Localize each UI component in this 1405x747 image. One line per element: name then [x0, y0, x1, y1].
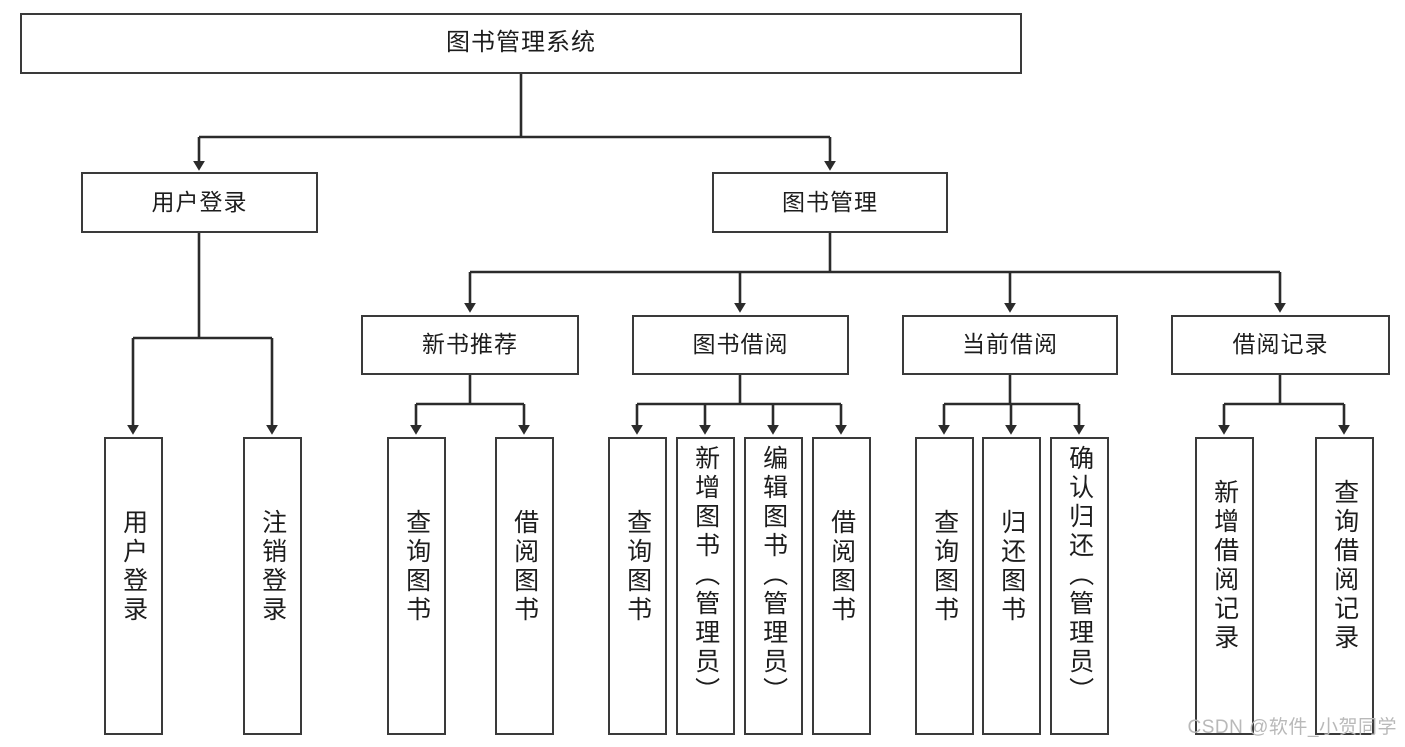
node-current-borrow[interactable]: 当前借阅	[902, 315, 1118, 375]
node-new-book-rec[interactable]: 新书推荐	[361, 315, 579, 375]
node-leaf-query-book-1-label: 查询图书	[402, 509, 431, 625]
node-leaf-confirm-return[interactable]: 确认归还（管理员）	[1050, 437, 1109, 735]
node-leaf-query-book-1[interactable]: 查询图书	[387, 437, 446, 735]
node-borrow-record-label: 借阅记录	[1232, 331, 1329, 358]
node-leaf-edit-book[interactable]: 编辑图书（管理员）	[744, 437, 803, 735]
node-book-borrow-label: 图书借阅	[692, 331, 789, 358]
node-leaf-query-record-label: 查询借阅记录	[1330, 479, 1359, 653]
node-leaf-user-login-label: 用户登录	[119, 509, 148, 625]
node-borrow-record[interactable]: 借阅记录	[1171, 315, 1390, 375]
node-new-book-rec-label: 新书推荐	[422, 331, 518, 358]
node-leaf-query-book-3[interactable]: 查询图书	[915, 437, 974, 735]
node-leaf-add-book-label: 新增图书（管理员）	[691, 445, 720, 706]
node-leaf-logout-label: 注销登录	[258, 509, 287, 625]
node-leaf-add-book[interactable]: 新增图书（管理员）	[676, 437, 735, 735]
node-leaf-borrow-book-2-label: 借阅图书	[827, 509, 856, 625]
node-user-login-label: 用户登录	[151, 188, 248, 215]
watermark: CSDN @软件_小贺同学	[1187, 717, 1397, 738]
node-leaf-query-book-3-label: 查询图书	[930, 509, 959, 625]
node-leaf-return-book-label: 归还图书	[997, 509, 1026, 625]
node-leaf-add-record-label: 新增借阅记录	[1210, 479, 1239, 653]
node-leaf-user-login[interactable]: 用户登录	[104, 437, 163, 735]
node-book-manage[interactable]: 图书管理	[712, 172, 948, 233]
node-leaf-query-book-2-label: 查询图书	[623, 509, 652, 625]
node-leaf-confirm-return-label: 确认归还（管理员）	[1065, 445, 1094, 706]
node-current-borrow-label: 当前借阅	[962, 331, 1058, 358]
node-leaf-query-book-2[interactable]: 查询图书	[608, 437, 667, 735]
node-leaf-add-record[interactable]: 新增借阅记录	[1195, 437, 1254, 735]
node-leaf-return-book[interactable]: 归还图书	[982, 437, 1041, 735]
node-root[interactable]: 图书管理系统	[20, 13, 1022, 74]
node-leaf-borrow-book-1-label: 借阅图书	[510, 509, 539, 625]
node-user-login[interactable]: 用户登录	[81, 172, 318, 233]
node-book-manage-label: 图书管理	[782, 188, 878, 215]
node-root-label: 图书管理系统	[446, 29, 596, 57]
node-leaf-logout[interactable]: 注销登录	[243, 437, 302, 735]
node-leaf-borrow-book-1[interactable]: 借阅图书	[495, 437, 554, 735]
node-leaf-borrow-book-2[interactable]: 借阅图书	[812, 437, 871, 735]
node-book-borrow[interactable]: 图书借阅	[632, 315, 849, 375]
node-leaf-edit-book-label: 编辑图书（管理员）	[759, 445, 788, 706]
node-leaf-query-record[interactable]: 查询借阅记录	[1315, 437, 1374, 735]
